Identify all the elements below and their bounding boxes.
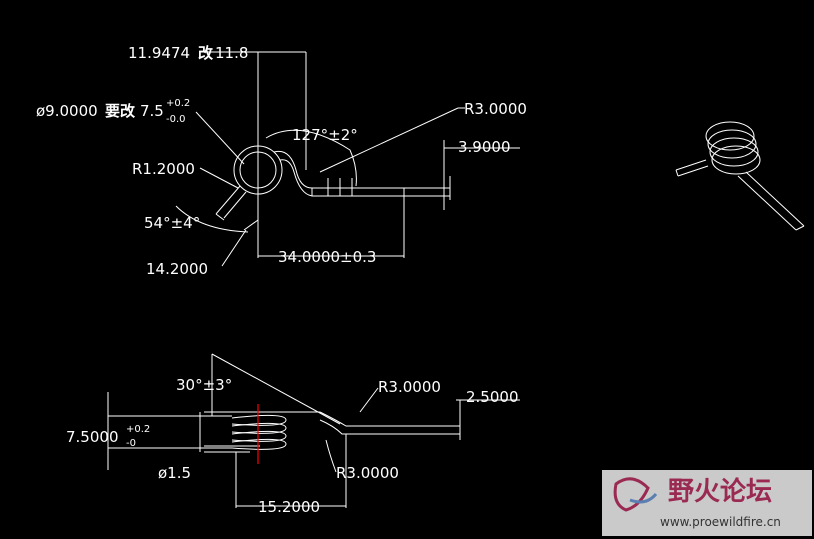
side-view-dimensions: 30°±3° R3.0000 2.5000 7.5000 +0.2 -0 ø1.… xyxy=(66,376,519,516)
thickness-label: 2.5000 xyxy=(466,388,519,406)
dia-new: 7.5 xyxy=(140,102,164,120)
dia-tol-plus: +0.2 xyxy=(166,98,190,109)
coil-turn-1 xyxy=(231,414,287,426)
coil-tol-minus: -0 xyxy=(126,438,136,449)
watermark: 野火论坛 www.proewildfire.cn xyxy=(602,470,812,536)
watermark-name: 野火论坛 xyxy=(668,477,772,507)
watermark-logo-icon xyxy=(613,477,658,512)
side-angle-label: 30°±3° xyxy=(176,376,232,394)
side-r-bottom-label: R3.0000 xyxy=(336,464,399,482)
coil-tol-plus: +0.2 xyxy=(126,424,150,435)
angle-label: 127°±2° xyxy=(292,126,358,144)
wire-dia-label: ø1.5 xyxy=(158,464,191,482)
height-label: 3.9000 xyxy=(458,138,511,156)
top-view-dimensions: 11.9474 改 11.8 ø9.0000 要改 7.5 +0.2 -0.0 … xyxy=(36,44,527,278)
dim-top-value: 11.9474 xyxy=(128,44,190,62)
iso-view-spring xyxy=(675,121,805,231)
dia-value: ø9.0000 xyxy=(36,102,98,120)
dia-tol-minus: -0.0 xyxy=(166,114,186,125)
r-small-label: R1.2000 xyxy=(132,160,195,178)
length-label: 34.0000±0.3 xyxy=(278,248,376,266)
coil-turn-2 xyxy=(231,422,287,434)
watermark-url: www.proewildfire.cn xyxy=(660,515,781,529)
leg-angle-label: 54°±4° xyxy=(144,214,200,232)
geometry xyxy=(107,51,805,508)
r-top-label: R3.0000 xyxy=(464,100,527,118)
coil-turn-4 xyxy=(231,438,287,450)
arm-inner xyxy=(279,159,450,197)
dim-top-old: 11.8 xyxy=(215,44,248,62)
leg-line-2 xyxy=(223,191,247,219)
top-view-spring xyxy=(175,51,520,267)
coil-turn-3 xyxy=(231,430,287,442)
side-r-top-label: R3.0000 xyxy=(378,378,441,396)
leg-length-label: 14.2000 xyxy=(146,260,208,278)
coil-dia-label: 7.5000 xyxy=(66,428,119,446)
arm-outer xyxy=(273,150,450,189)
leg-line-1 xyxy=(215,185,241,215)
side-length-label: 15.2000 xyxy=(258,498,320,516)
dia-note: 要改 xyxy=(105,102,136,120)
dim-top-note: 改 xyxy=(198,44,214,62)
side-view-spring xyxy=(107,353,520,508)
